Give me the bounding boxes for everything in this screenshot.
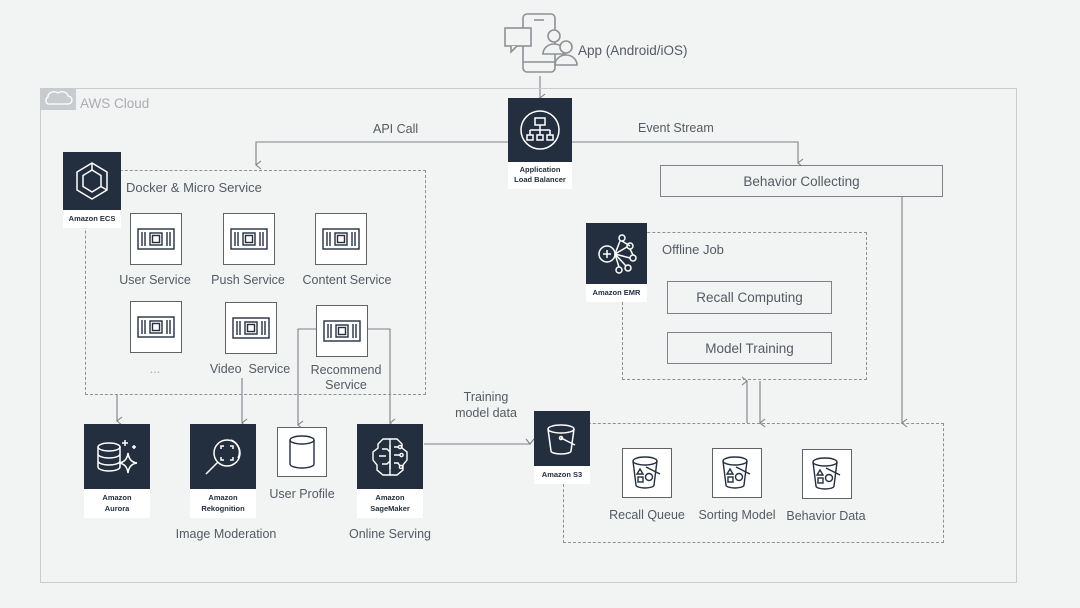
edge-recommend-to-userprofile	[297, 328, 316, 430]
edge-api-call	[255, 141, 508, 170]
video-service-label: Video Service	[209, 362, 291, 376]
container-chip-icon	[137, 228, 175, 250]
emr-icon	[586, 223, 647, 284]
training-label-line1: Training	[463, 390, 509, 404]
rekognition-icon	[190, 424, 256, 489]
docker-group-label: Docker & Micro Service	[126, 180, 262, 195]
amazon-sagemaker[interactable]: Amazon SageMaker	[357, 424, 423, 518]
online-serving-label: Online Serving	[349, 527, 431, 541]
application-load-balancer[interactable]: Application Load Balancer	[508, 98, 572, 189]
behavior-data-label: Behavior Data	[786, 509, 866, 523]
container-chip-icon	[323, 320, 361, 342]
amazon-rekognition[interactable]: Amazon Rekognition	[190, 424, 256, 518]
aws-cloud-boundary	[40, 88, 1017, 583]
sagemaker-brain-icon	[357, 424, 423, 489]
load-balancer-icon	[508, 98, 572, 162]
docker-microservice-group	[85, 170, 426, 395]
content-service-label: Content Service	[302, 273, 392, 287]
sagemaker-caption-line2: SageMaker	[370, 504, 410, 513]
amazon-emr[interactable]: Amazon EMR	[586, 223, 647, 302]
user-service-tile[interactable]	[130, 213, 182, 265]
more-services-tile[interactable]	[130, 301, 182, 353]
ecs-caption: Amazon ECS	[63, 210, 121, 228]
cloud-icon	[40, 88, 76, 110]
s3-bucket-icon	[534, 411, 590, 466]
recall-queue-bucket[interactable]	[622, 448, 672, 498]
user-profile-database[interactable]	[277, 427, 327, 477]
container-chip-icon	[137, 316, 175, 338]
container-chip-icon	[322, 228, 360, 250]
container-chip-icon	[232, 317, 270, 339]
training-model-data-label: Training model data	[455, 389, 517, 421]
bucket-objects-icon	[632, 456, 661, 489]
push-service-tile[interactable]	[223, 213, 275, 265]
recall-queue-label: Recall Queue	[609, 508, 685, 522]
amazon-s3[interactable]: Amazon S3	[534, 411, 590, 484]
more-services-label: ...	[149, 362, 161, 376]
aurora-caption-line1: Amazon	[102, 493, 132, 502]
image-moderation-label: Image Moderation	[175, 527, 277, 541]
emr-caption: Amazon EMR	[586, 284, 647, 302]
sagemaker-caption-line1: Amazon	[375, 493, 405, 502]
recall-computing-box[interactable]: Recall Computing	[667, 281, 832, 314]
aurora-icon	[84, 424, 150, 489]
aurora-caption-line2: Aurora	[104, 504, 130, 513]
rekognition-caption-line2: Rekognition	[201, 504, 245, 513]
edge-event-stream	[572, 141, 804, 168]
sorting-model-label: Sorting Model	[698, 508, 776, 522]
content-service-tile[interactable]	[315, 213, 367, 265]
recommend-label-line2: Service	[325, 378, 367, 392]
recommend-service-tile[interactable]	[316, 305, 368, 357]
amazon-aurora[interactable]: Amazon Aurora	[84, 424, 150, 518]
edge-recommend-to-sagemaker	[368, 328, 396, 428]
container-chip-icon	[230, 228, 268, 250]
amazon-ecs[interactable]: Amazon ECS	[63, 152, 121, 228]
rekognition-caption-line1: Amazon	[208, 493, 238, 502]
ecs-icon	[63, 152, 121, 210]
training-label-line2: model data	[455, 406, 517, 420]
bucket-objects-icon	[812, 457, 841, 490]
recall-computing-label: Recall Computing	[696, 290, 803, 305]
database-cylinder-icon	[289, 435, 315, 469]
push-service-label: Push Service	[211, 273, 285, 287]
user-profile-label: User Profile	[269, 487, 335, 501]
behavior-collecting-label: Behavior Collecting	[743, 173, 860, 189]
bucket-objects-icon	[722, 456, 751, 489]
recommend-service-label: Recommend Service	[311, 363, 382, 393]
model-training-label: Model Training	[705, 340, 794, 356]
behavior-data-bucket[interactable]	[802, 449, 852, 499]
aws-cloud-label: AWS Cloud	[80, 96, 150, 111]
alb-caption-line1: Application	[519, 165, 561, 174]
alb-caption-line2: Load Balancer	[514, 175, 566, 184]
sorting-model-bucket[interactable]	[712, 448, 762, 498]
recommend-label-line1: Recommend	[310, 363, 382, 377]
app-label: App (Android/iOS)	[578, 43, 688, 58]
event-stream-label: Event Stream	[638, 121, 714, 135]
model-training-box[interactable]: Model Training	[667, 332, 832, 364]
mobile-app-users-icon	[503, 12, 581, 76]
offline-job-group	[622, 232, 867, 380]
behavior-collecting-box[interactable]: Behavior Collecting	[660, 165, 943, 197]
user-service-label: User Service	[119, 273, 191, 287]
s3-caption: Amazon S3	[534, 466, 590, 484]
video-service-tile[interactable]	[225, 302, 277, 354]
offline-job-label: Offline Job	[662, 242, 724, 257]
api-call-label: API Call	[373, 122, 419, 136]
